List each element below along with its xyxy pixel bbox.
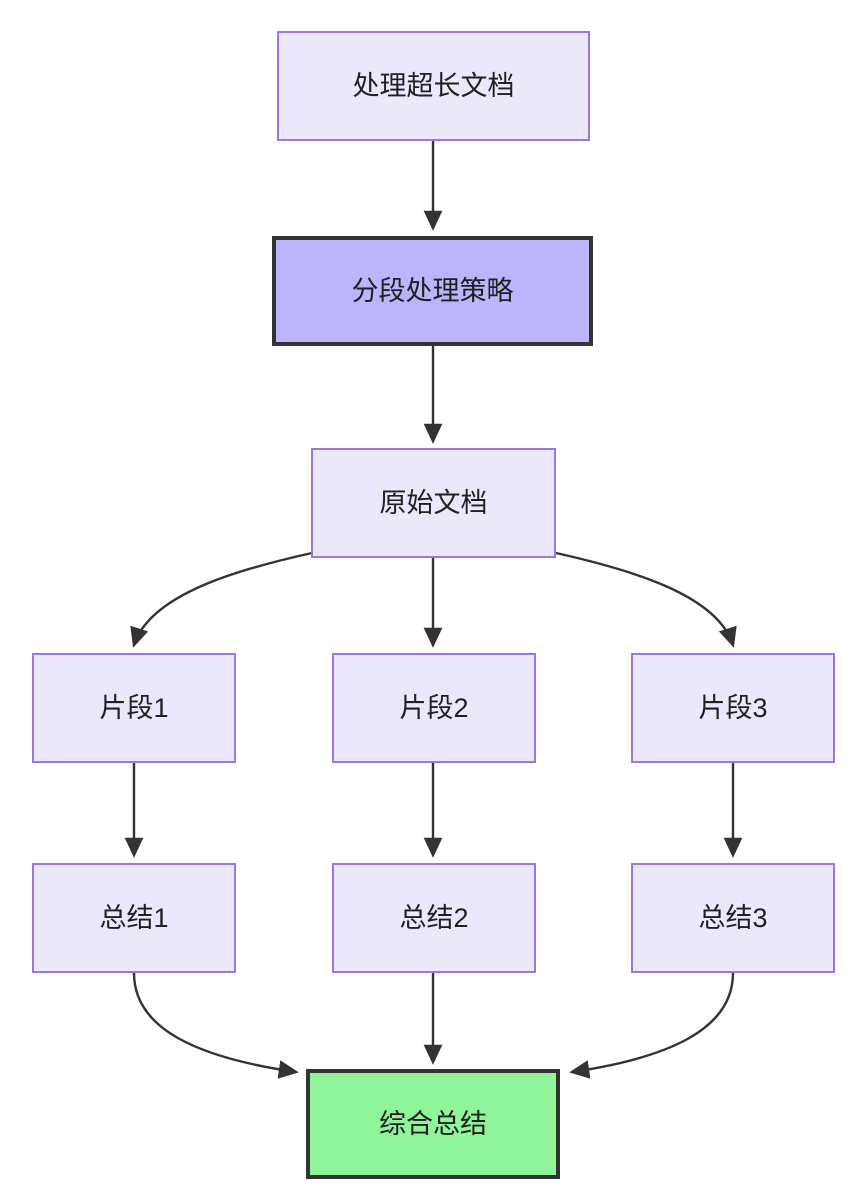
node-label: 综合总结 bbox=[379, 1108, 487, 1139]
node-label: 处理超长文档 bbox=[352, 70, 515, 101]
node-process-long-document[interactable]: 处理超长文档 bbox=[277, 31, 590, 141]
node-summary-3[interactable]: 总结3 bbox=[631, 863, 835, 973]
edge-source-to-chunk1 bbox=[130, 551, 313, 648]
edge-source-to-chunk3 bbox=[555, 551, 737, 648]
edge-summary1-to-final bbox=[132, 972, 299, 1079]
node-label: 总结2 bbox=[399, 902, 469, 933]
node-label: 原始文档 bbox=[379, 487, 488, 518]
node-chunk-1[interactable]: 片段1 bbox=[32, 653, 236, 763]
node-label: 片段2 bbox=[399, 692, 469, 723]
node-chunk-2[interactable]: 片段2 bbox=[332, 653, 536, 763]
node-label: 片段3 bbox=[698, 692, 768, 723]
node-label: 分段处理策略 bbox=[351, 275, 514, 306]
node-chunking-strategy[interactable]: 分段处理策略 bbox=[272, 236, 593, 346]
node-label: 总结3 bbox=[698, 902, 768, 933]
node-label: 总结1 bbox=[99, 902, 169, 933]
node-label: 片段1 bbox=[99, 692, 169, 723]
edge-summary3-to-final bbox=[569, 972, 735, 1079]
node-combined-summary[interactable]: 综合总结 bbox=[306, 1069, 560, 1179]
node-chunk-3[interactable]: 片段3 bbox=[631, 653, 835, 763]
node-source-document[interactable]: 原始文档 bbox=[311, 448, 556, 558]
node-summary-1[interactable]: 总结1 bbox=[32, 863, 236, 973]
node-summary-2[interactable]: 总结2 bbox=[332, 863, 536, 973]
